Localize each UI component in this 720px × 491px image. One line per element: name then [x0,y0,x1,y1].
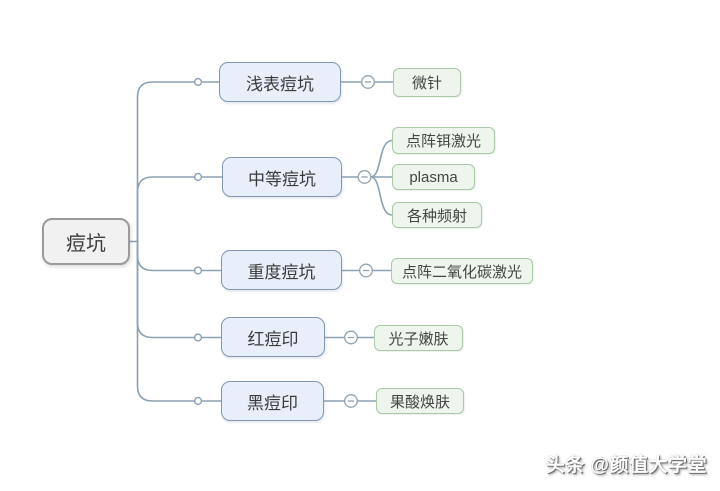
mindmap-root-node[interactable]: 痘坑 [42,218,130,265]
mindmap-leaf-node[interactable]: 点阵铒激光 [392,127,495,154]
connector-branch-3 [136,241,221,272]
mindmap-leaf-node[interactable]: 点阵二氧化碳激光 [391,258,533,284]
collapse-button[interactable] [344,394,358,408]
joint-dot [193,266,203,275]
collapse-button[interactable] [359,263,373,278]
mindmap-branch-node[interactable]: 重度痘坑 [221,250,342,290]
mindmap-branch-node[interactable]: 黑痘印 [221,381,324,421]
mindmap-leaf-node[interactable]: 光子嫩肤 [374,325,463,351]
watermark-toutiao: 头条 @颜值大学堂 [545,455,707,476]
connector-leaf [370,139,393,178]
mindmap-leaf-node[interactable]: 果酸焕肤 [376,388,464,414]
mindmap-leaf-node[interactable]: plasma [392,164,475,190]
joint-dot [193,396,203,406]
mindmap-branch-node[interactable]: 红痘印 [221,317,325,357]
collapse-button[interactable] [361,75,375,89]
collapse-button[interactable] [344,330,358,345]
joint-dot [193,172,203,182]
collapse-button[interactable] [357,170,372,184]
connector-leaf [370,176,393,216]
mindmap-branch-node[interactable]: 浅表痘坑 [219,62,341,102]
mindmap-leaf-node[interactable]: 微针 [393,68,461,97]
joint-dot [193,333,203,342]
connector-branch-5 [136,241,221,402]
mindmap-leaf-node[interactable]: 各种频射 [392,202,482,228]
connector-branch-1 [136,81,219,242]
connector-branch-4 [136,241,221,339]
joint-dot [193,77,203,87]
connector-branch-2 [136,176,222,242]
mindmap-branch-node[interactable]: 中等痘坑 [222,157,342,197]
